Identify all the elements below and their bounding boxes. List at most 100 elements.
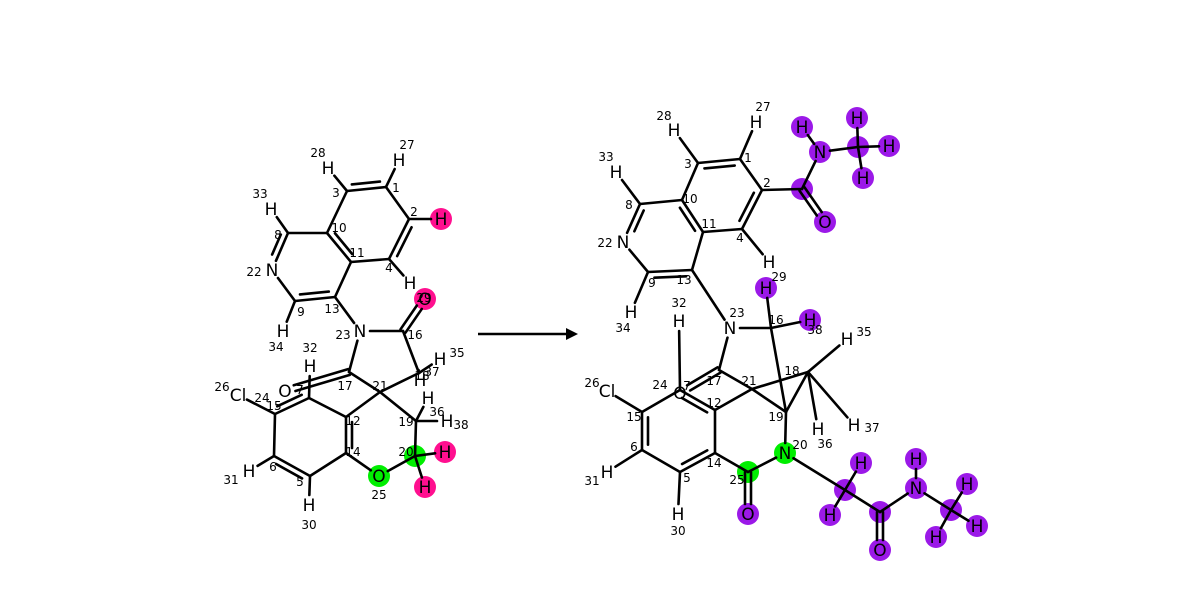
product-highlight-amB_MeH2 bbox=[966, 515, 988, 537]
reactant-atom-index-20: 20 bbox=[398, 445, 413, 459]
reactant-atom-index-1: 1 bbox=[392, 181, 400, 195]
product-bond-25-20 bbox=[746, 456, 778, 474]
product-bond-9-34 bbox=[633, 270, 650, 305]
product-atom-amA_MeH3: H bbox=[857, 169, 870, 189]
reactant-atom-index-2: 2 bbox=[410, 205, 418, 219]
reactant-bond-5-14 bbox=[308, 451, 348, 478]
product-atom-index-8: 8 bbox=[625, 198, 633, 212]
reactant-atom-index-9: 9 bbox=[297, 305, 305, 319]
product-bond-16-38 bbox=[769, 320, 802, 330]
product-atom-29: H bbox=[760, 279, 773, 299]
product-bond-amB_Me-amB_MeH3 bbox=[939, 508, 953, 530]
reactant-bond-8-22 bbox=[274, 231, 290, 263]
product-atom-amA_MeH2: H bbox=[883, 137, 896, 157]
reactant-highlight-hA bbox=[430, 208, 452, 230]
reactant-atom-index-7: 7 bbox=[296, 383, 304, 397]
reactant-atom-index-37: 37 bbox=[424, 365, 439, 379]
product-bond-amA_Me-amA_MeH3 bbox=[856, 145, 863, 170]
product-atom-index-12: 12 bbox=[706, 396, 721, 410]
product-atom-index-10: 10 bbox=[682, 192, 697, 206]
product-bond-16-29 bbox=[765, 296, 773, 330]
product-highlight-o25 bbox=[737, 503, 759, 525]
reactant-bond-16-18 bbox=[401, 329, 421, 375]
reactant-bond-9-13 bbox=[293, 295, 337, 303]
product-highlight-amB_MeH3 bbox=[925, 526, 947, 548]
product-atom-36: H bbox=[812, 420, 825, 440]
reactant-bond-17-7 bbox=[292, 367, 350, 387]
reactant-atom-7: O bbox=[278, 382, 291, 402]
product-bond-17-7 bbox=[685, 366, 719, 387]
reactant-bond-18-21 bbox=[378, 371, 421, 394]
product-atom-32: H bbox=[673, 312, 686, 332]
product-bond-9-13-inner bbox=[653, 274, 688, 280]
reactant-bond-1-3 bbox=[345, 185, 388, 193]
reactant-bond-4-11 bbox=[349, 257, 391, 264]
product-atom-index-19: 19 bbox=[768, 410, 783, 424]
product-bond-amA_C-amA_O bbox=[798, 189, 819, 217]
reactant-atom-index-11: 11 bbox=[349, 246, 364, 260]
product-atom-amB_NH: H bbox=[910, 450, 923, 470]
product-atom-index-23: 23 bbox=[729, 306, 744, 320]
product-atom-index-13: 13 bbox=[676, 273, 691, 287]
product-bond-amA_N-amA_Me bbox=[828, 145, 860, 152]
product-bond-17-21 bbox=[717, 368, 754, 391]
reactant-bond-17-21 bbox=[347, 370, 382, 394]
product-highlight-amB_O bbox=[869, 539, 891, 561]
product-atom-index-18: 18 bbox=[784, 364, 799, 378]
reactant-atom-index-30: 30 bbox=[301, 518, 316, 532]
product-highlight-amA_NH bbox=[791, 116, 813, 138]
reactant-bond-3-28 bbox=[333, 174, 349, 193]
reactant-atom-index-16: 16 bbox=[407, 328, 422, 342]
product-highlight-amB_H2 bbox=[819, 504, 841, 526]
product-atom-index-30: 30 bbox=[670, 524, 685, 538]
reactant-atom-index-36: 36 bbox=[429, 405, 444, 419]
product-atom-index-34: 34 bbox=[615, 321, 630, 335]
product-atom-index-33: 33 bbox=[598, 150, 613, 164]
product-bond-1-3-inner bbox=[703, 164, 736, 170]
product-bond-5-14 bbox=[678, 451, 717, 474]
product-atom-37: H bbox=[848, 416, 861, 436]
product-bond-14-25 bbox=[713, 451, 750, 474]
product-atom-index-32: 32 bbox=[671, 296, 686, 310]
product-bond-17-7-second bbox=[688, 371, 722, 392]
product-atom-index-16: 16 bbox=[768, 313, 783, 327]
product-atom-20: N bbox=[779, 444, 792, 464]
reactant-bond-9-13-inner bbox=[298, 290, 331, 296]
reactant-bond-5-30 bbox=[308, 474, 312, 497]
product-atom-38: H bbox=[804, 311, 817, 331]
product-bond-18-21 bbox=[750, 370, 810, 391]
product-atom-index-5: 5 bbox=[683, 471, 691, 485]
product-atom-index-37: 37 bbox=[864, 421, 879, 435]
product-bond-18-37 bbox=[806, 370, 849, 419]
product-bond-10-8 bbox=[638, 198, 684, 206]
product-atom-index-20: 20 bbox=[792, 438, 807, 452]
reactant-atom-38: H bbox=[441, 412, 454, 432]
reactant-bond-1-2 bbox=[384, 185, 411, 221]
product-atom-index-2: 2 bbox=[763, 176, 771, 190]
reactant-bond-19-36 bbox=[414, 405, 425, 423]
reactant-bond-6-5 bbox=[272, 454, 312, 478]
product-bond-8-22 bbox=[625, 202, 642, 235]
reactant-bond-1-27 bbox=[384, 167, 396, 189]
product-atom-35: H bbox=[841, 330, 854, 350]
product-highlight-amA_MeH3 bbox=[852, 167, 874, 189]
product-atom-amB_MeH2: H bbox=[971, 517, 984, 537]
product-bond-amB_N-amB_Me bbox=[923, 492, 953, 512]
reactant-bond-11-10-inner bbox=[333, 231, 354, 256]
reactant-atom-35: H bbox=[434, 350, 447, 370]
reactant-bond-15-26 bbox=[245, 398, 277, 416]
reactant-bond-1-3-inner bbox=[350, 180, 382, 186]
product-bond-4-11 bbox=[701, 227, 744, 234]
product-bond-1-3 bbox=[696, 157, 742, 165]
product-atom-index-17: 17 bbox=[706, 374, 721, 388]
product-bond-amB_C-amB_N bbox=[878, 492, 909, 514]
reactant-atom-index-26: 26 bbox=[214, 380, 229, 394]
reactant-atom-index-13: 13 bbox=[324, 302, 339, 316]
product-atom-index-6: 6 bbox=[630, 440, 638, 454]
reactant-bond-6-31 bbox=[256, 454, 276, 468]
reactant-atom-index-8: 8 bbox=[274, 228, 282, 242]
product-bond-4-H4 bbox=[740, 227, 764, 256]
reactant-bond-22-9 bbox=[276, 276, 297, 303]
reactant-bond-12-24 bbox=[307, 396, 348, 419]
